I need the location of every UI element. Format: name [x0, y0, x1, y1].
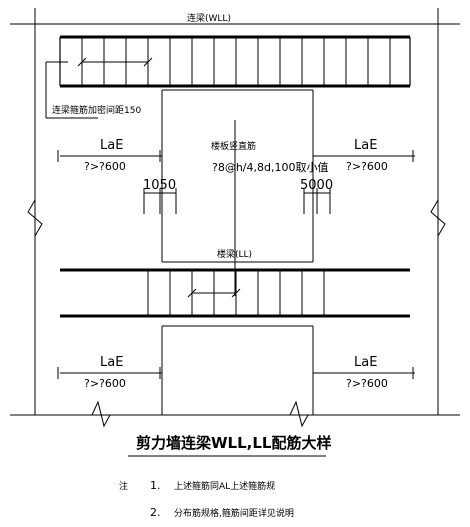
- left-small-dimension-text: 1050: [143, 178, 176, 193]
- right-anchor-value: ?>?600: [346, 160, 388, 173]
- middle-note-title: 楼板竖直筋: [211, 140, 256, 152]
- note-2-number: 2.: [150, 506, 161, 519]
- left-small-dimension: [143, 188, 177, 214]
- right-small-dimension: [303, 188, 331, 214]
- top-beam-dimension: [77, 57, 153, 67]
- left-anchor-value: ?>?600: [84, 160, 126, 173]
- lower-wall-panel: [161, 325, 314, 415]
- lower-left-anchor-dimension: [57, 367, 162, 379]
- top-beam-label: 连梁(WLL): [187, 12, 231, 24]
- outer-wall-outline: [10, 8, 460, 428]
- lower-right-anchor-label: LaE: [354, 355, 377, 370]
- stirrup-spacing-leader: [45, 61, 98, 119]
- stirrup-spacing-note: 连梁箍筋加密间距150: [52, 104, 141, 116]
- lower-right-anchor-dimension: [312, 367, 415, 379]
- upper-right-anchor-dimension: [312, 150, 415, 162]
- lower-left-anchor-value: ?>?600: [84, 377, 126, 390]
- note-1-text: 上述箍筋同AL上述箍筋规: [174, 480, 275, 492]
- upper-left-anchor-dimension: [57, 150, 162, 162]
- notes-prefix: 注: [119, 480, 128, 492]
- note-1-number: 1.: [150, 479, 161, 492]
- bottom-beam-ll: [60, 268, 410, 318]
- bottom-beam-label: 楼梁(LL): [217, 248, 252, 260]
- left-anchor-label: LaE: [100, 138, 123, 153]
- lower-left-anchor-label: LaE: [100, 355, 123, 370]
- diagram-title: 剪力墙连梁WLL,LL配筋大样: [136, 434, 331, 452]
- note-2-text: 分布筋规格,箍筋间距详见说明: [174, 507, 294, 519]
- center-wall-panel: [161, 89, 314, 296]
- middle-note-value: ?8@h/4,8d,100取小值: [212, 161, 328, 174]
- lower-right-anchor-value: ?>?600: [346, 377, 388, 390]
- right-anchor-label: LaE: [354, 138, 377, 153]
- right-small-dimension-text: 5000: [300, 178, 333, 193]
